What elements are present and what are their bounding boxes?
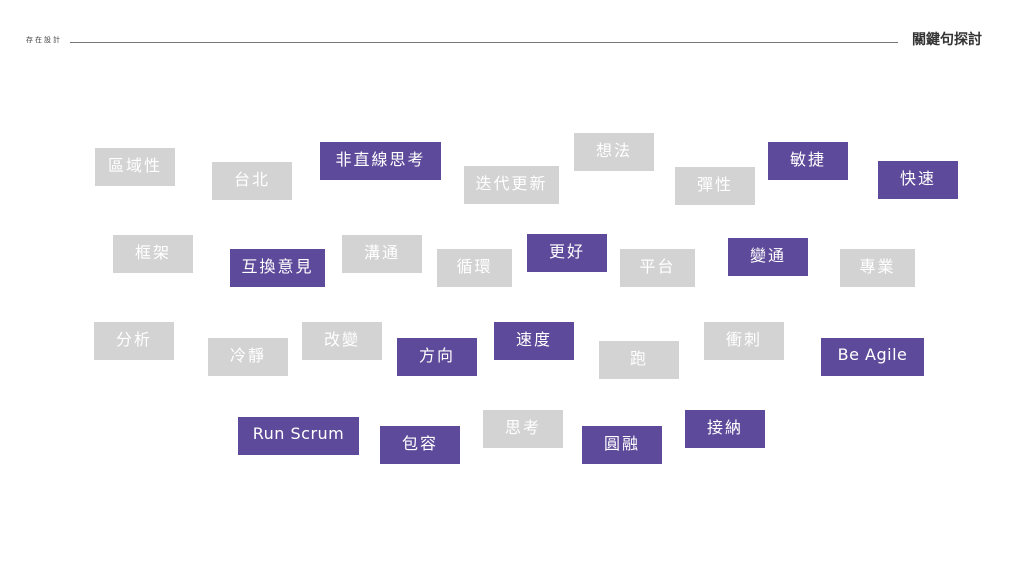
- keyword-tile: 區域性: [95, 148, 175, 186]
- keyword-tile: 框架: [113, 235, 193, 273]
- keyword-tile-highlighted: 互換意見: [230, 249, 325, 287]
- keyword-tile: 衝刺: [704, 322, 784, 360]
- keyword-tile: 台北: [212, 162, 292, 200]
- keyword-tile-highlighted: 方向: [397, 338, 477, 376]
- keyword-tile-highlighted: 更好: [527, 234, 607, 272]
- keyword-tile-highlighted: 接納: [685, 410, 765, 448]
- keyword-tile: 溝通: [342, 235, 422, 273]
- keyword-tile: 想法: [574, 133, 654, 171]
- header-divider: [70, 42, 898, 43]
- brand-label: 存在設計: [26, 36, 62, 44]
- keyword-tile-highlighted: 速度: [494, 322, 574, 360]
- keyword-tile-highlighted: 圓融: [582, 426, 662, 464]
- page-title: 關鍵句探討: [912, 32, 982, 48]
- keyword-tile: 迭代更新: [464, 166, 559, 204]
- keyword-tile: 平台: [620, 249, 695, 287]
- keyword-tile: 改變: [302, 322, 382, 360]
- keyword-tile-highlighted: 包容: [380, 426, 460, 464]
- keyword-tile-highlighted: 敏捷: [768, 142, 848, 180]
- keyword-tile-highlighted: 變通: [728, 238, 808, 276]
- keyword-tile: 彈性: [675, 167, 755, 205]
- keyword-tile-highlighted: 非直線思考: [320, 142, 441, 180]
- keyword-tile-highlighted: Run Scrum: [238, 417, 359, 455]
- keyword-tile: 思考: [483, 410, 563, 448]
- keyword-tile: 分析: [94, 322, 174, 360]
- keyword-tile: 循環: [437, 249, 512, 287]
- keyword-tile: 跑: [599, 341, 679, 379]
- keyword-tile: 冷靜: [208, 338, 288, 376]
- keyword-tile-highlighted: Be Agile: [821, 338, 924, 376]
- keyword-tile: 專業: [840, 249, 915, 287]
- keyword-tile-highlighted: 快速: [878, 161, 958, 199]
